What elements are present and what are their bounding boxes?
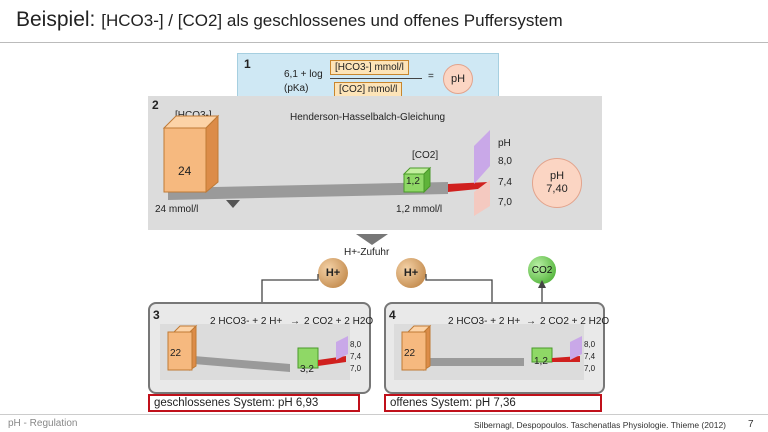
closed-result-label: geschlossenes System: [154,397,275,409]
h-plus-ball-label: H+ [325,267,341,279]
panel-number-3: 3 [153,308,160,322]
title-main: Beispiel: [16,8,96,31]
closed-hco3-value: 22 [170,348,182,359]
closed-balance-drawing [160,324,350,380]
formula-ph-circle: pH [443,64,473,94]
h-plus-ball-closed: H+ [318,258,348,288]
co2-box [403,173,425,193]
formula-denominator: [CO2] mmol/l [334,82,403,97]
closed-ph-tick: 7,4 [350,352,362,361]
h-plus-ball-label: H+ [403,267,419,279]
ph-pointer [448,182,488,192]
panel-number-1: 1 [244,57,251,71]
co2-box [297,347,319,369]
co2-label: [CO2] [412,150,439,161]
formula-lhs-top: 6,1 + log [284,69,323,80]
open-system-result: offenes System: pH 7,36 [384,394,602,412]
closed-result-value: pH 6,93 [278,397,319,409]
reaction-right: 2 CO2 + 2 H2O [540,316,610,327]
ph-result-label: pH [549,170,565,182]
footer-topic: pH - Regulation [8,418,78,429]
closed-ph-tick: 7,0 [350,364,362,373]
panel-number-4: 4 [389,308,396,322]
closed-system-result: geschlossenes System: pH 6,93 [148,394,360,412]
fraction-line [330,78,422,79]
hco3-box-value: 24 [178,164,192,178]
reaction-left: 2 HCO3- + 2 H+ [210,316,283,327]
open-result-label: offenes System: [390,397,473,409]
h-plus-ball-open: H+ [396,258,426,288]
open-ph-tick: 8,0 [584,340,596,349]
reaction-left: 2 HCO3- + 2 H+ [448,316,521,327]
hco3-box [401,331,427,371]
reaction-right: 2 CO2 + 2 H2O [304,316,374,327]
h-plus-supply-label: H+-Zufuhr [344,247,390,258]
footer-source: Silbernagl, Despopoulos. Taschenatlas Ph… [474,420,727,430]
formula-pka: (pKa) [284,83,309,94]
ph-scale-lower [474,180,490,216]
page-number: 7 [748,419,754,430]
co2-box-value: 1,2 [406,176,420,187]
co2-box [531,347,553,363]
open-hco3-value: 22 [404,348,416,359]
hco3-unit: 24 mmol/l [155,204,199,215]
formula-numerator: [HCO3-] mmol/l [330,60,409,75]
formula-ph-label: pH [450,72,466,85]
balance-panel [148,96,602,230]
reaction-arrow: → [290,316,300,327]
open-result-value: pH 7,36 [475,397,516,409]
co2-ball: CO2 [528,256,556,284]
balance-beam [170,354,290,372]
down-arrow-icon [356,234,388,245]
balance-pivot [226,200,240,208]
hco3-box [163,127,207,193]
closed-ph-tick: 8,0 [350,340,362,349]
title-divider [0,42,768,43]
hh-caption: Henderson-Hasselbalch-Gleichung [290,112,446,123]
co2-unit: 1,2 mmol/l [396,204,443,215]
ph-tick: 7,0 [498,197,512,208]
formula-equals: = [428,71,434,82]
balance-drawing [162,114,490,216]
open-co2-value: 1,2 [534,356,548,367]
open-balance-drawing [394,324,584,380]
open-ph-tick: 7,4 [584,352,596,361]
slide-title: Beispiel: [HCO3-] / [CO2] als geschlosse… [16,8,563,32]
co2-ball-label: CO2 [531,264,553,276]
ph-tick: 8,0 [498,156,512,167]
title-formula: [HCO3-] / [CO2] als geschlossenes und of… [101,11,563,30]
hco3-box [167,331,193,371]
open-ph-tick: 7,0 [584,364,596,373]
ph-scale-label: pH [498,138,511,149]
panel-number-2: 2 [152,98,159,112]
balance-beam [168,182,448,200]
footer-divider [0,414,768,415]
reaction-arrow: → [526,316,536,327]
ph-result-circle: pH 7,40 [532,158,582,208]
ph-result-value: 7,40 [546,183,568,195]
balance-beam [404,358,524,366]
ph-scale-upper [474,130,490,184]
ph-tick: 7,4 [498,177,512,188]
closed-co2-value: 3,2 [300,364,314,375]
